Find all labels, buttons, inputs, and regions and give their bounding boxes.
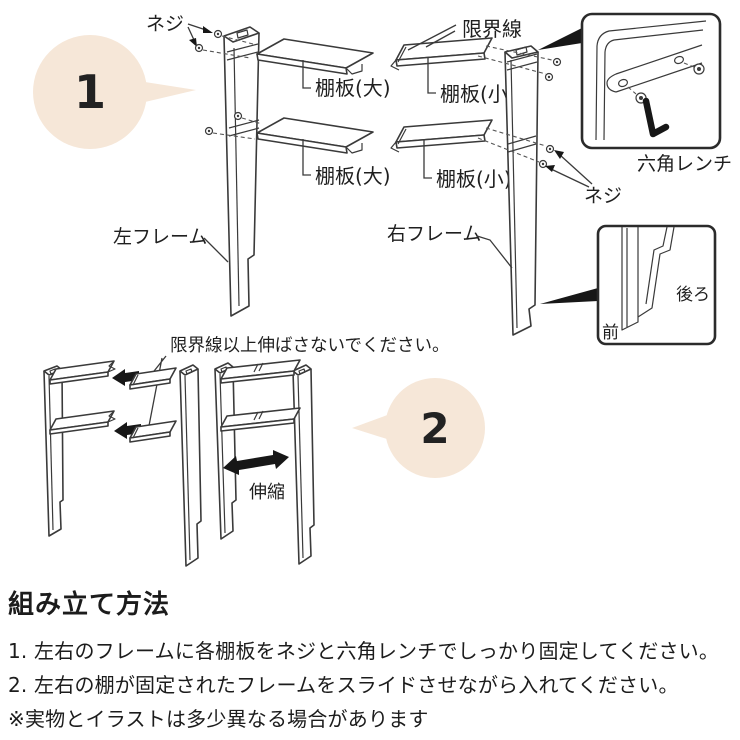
screw-hole (617, 78, 629, 88)
screw-hole (673, 55, 685, 65)
step2-badge-number: 2 (420, 404, 449, 453)
shelf-large-bottom-drawing: 棚板(大) (256, 117, 391, 188)
slide-arrow-icon (114, 422, 141, 439)
shelf-small-top-label: 棚板(小) (440, 82, 516, 106)
extend-contract-arrow-icon (223, 450, 289, 475)
hex-wrench-label: 六角レンチ (637, 153, 732, 175)
step1-badge: 1 (33, 35, 196, 149)
screws-right-label: ネジ (584, 185, 622, 207)
screws-top-left: ネジ (146, 13, 254, 59)
step2-badge-circle (385, 378, 485, 478)
instruction-note: ※実物とイラストは多少異なる場合があります (8, 707, 429, 731)
shelf-large-top-drawing: 棚板(大) (256, 38, 391, 100)
right-frame-label: 右フレーム (387, 223, 481, 245)
step2-badge-tail (352, 414, 390, 440)
instruction-step-1: 1. 左右のフレームに各棚板をネジと六角レンチでしっかり固定してください。 (8, 639, 720, 663)
step1-badge-circle (33, 35, 147, 149)
right-frame-drawing (504, 45, 539, 336)
shelf-small-bottom-label: 棚板(小) (436, 167, 512, 191)
right-frame-callout: 右フレーム (387, 223, 513, 269)
inset1-pointer-wedge (538, 28, 582, 50)
shelf-small-top-drawing: 棚板(小) (390, 37, 516, 106)
shelf-large-bottom-label: 棚板(大) (315, 164, 391, 188)
assembly-instructions: 組み立て方法 1. 左右のフレームに各棚板をネジと六角レンチでしっかり固定してく… (8, 590, 740, 736)
instruction-step-2: 2. 左右の棚が固定されたフレームをスライドさせながら入れてください。 (8, 673, 679, 697)
left-frame-drawing (223, 26, 260, 317)
front-back-inset: 後ろ 前 (540, 224, 717, 346)
screws-top-label: ネジ (146, 13, 184, 35)
hex-wrench-inset: 六角レンチ (538, 12, 732, 175)
screws-mid-left (204, 111, 263, 140)
inset2-front-label: 前 (602, 323, 619, 343)
shelf-large-top-label: 棚板(大) (315, 76, 391, 100)
left-frame-label: 左フレーム (113, 226, 207, 248)
step1-badge-tail (145, 82, 196, 102)
slide-extent-label: 伸縮 (249, 482, 285, 503)
step2-exploded-unit (43, 360, 202, 567)
instructions-heading: 組み立て方法 (8, 590, 171, 620)
step2-assembled-unit: 伸縮 (214, 359, 315, 565)
hex-wrench-icon (642, 97, 670, 138)
shelf-small-bottom-drawing: 棚板(小) (390, 119, 512, 191)
screws-right-mid (477, 127, 555, 169)
step2-badge: 2 (352, 378, 485, 478)
slide-arrow-icon (112, 369, 139, 386)
inset1-box (580, 12, 722, 150)
limit-line-callout: 限界線 (407, 17, 522, 51)
screws-right-top (477, 45, 562, 82)
assembly-diagram: 1 ネジ 棚板(大) (33, 12, 732, 567)
step1-badge-number: 1 (74, 65, 106, 119)
inset2-back-label: 後ろ (676, 285, 710, 305)
limit-warning-text: 限界線以上伸ばさないでください。 (170, 336, 449, 356)
inset2-pointer-wedge (540, 288, 598, 304)
limit-line-label: 限界線 (462, 17, 522, 41)
left-frame-callout: 左フレーム (113, 226, 229, 263)
screws-right-callout: ネジ (545, 150, 622, 207)
